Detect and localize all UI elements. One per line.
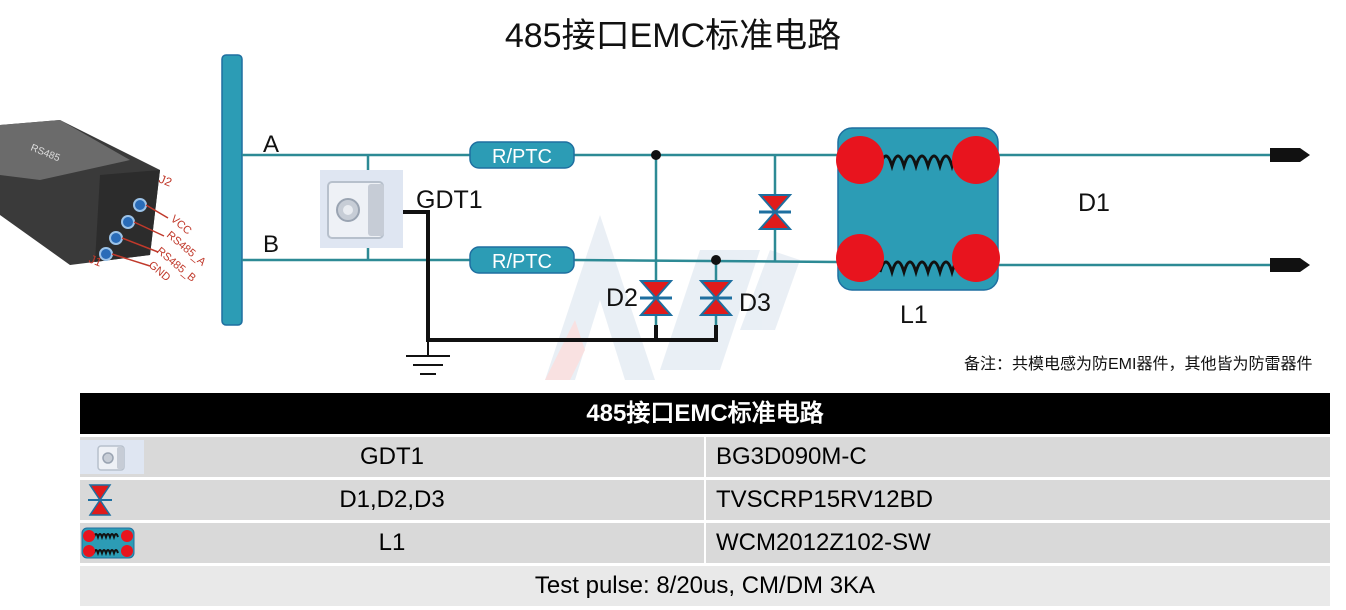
tvs-diode-d3 <box>698 279 734 317</box>
resistor-a-label: R/PTC <box>492 146 552 168</box>
common-mode-inductor <box>836 127 1000 291</box>
d2-label: D2 <box>606 284 638 312</box>
tvs-diode-d1 <box>757 193 793 231</box>
connector-j2-label: J2 <box>157 172 174 190</box>
tvs-diode-icon <box>88 484 112 516</box>
table-row: GDT1 BG3D090M-C <box>80 437 1330 477</box>
junction-dot-a <box>651 150 661 160</box>
output-terminal-b <box>1270 258 1310 272</box>
component-cell: GDT1 <box>80 437 704 477</box>
table-row: D1,D2,D3 TVSCRP15RV12BD <box>80 480 1330 520</box>
bus-bar <box>221 54 243 326</box>
component-cell: L1 <box>80 523 704 563</box>
connector-j1-label: J1 <box>87 252 104 270</box>
ground-symbol <box>406 340 450 375</box>
part-number-cell: WCM2012Z102-SW <box>706 523 1330 563</box>
l1-label: L1 <box>900 301 928 329</box>
resistor-a <box>469 141 575 169</box>
resistor-b <box>469 246 575 274</box>
d1-label: D1 <box>1078 189 1110 217</box>
note-text: 备注：共模电感为防EMI器件，其他皆为防雷器件 <box>964 356 1313 373</box>
ground-wires <box>385 210 718 342</box>
line-b-label: B <box>263 231 279 258</box>
table-row: L1 WCM2012Z102-SW <box>80 523 1330 563</box>
line-a-label: A <box>263 131 279 158</box>
output-terminal-a <box>1270 148 1310 162</box>
page-title: 485接口EMC标准电路 <box>504 17 842 55</box>
component-cell: D1,D2,D3 <box>80 480 704 520</box>
tvs-diode-d2 <box>638 279 674 317</box>
gdt-icon <box>320 170 403 248</box>
junction-dot-b <box>711 255 721 265</box>
gdt-icon <box>80 440 144 474</box>
part-number-cell: TVSCRP15RV12BD <box>706 480 1330 520</box>
table-footer: Test pulse: 8/20us, CM/DM 3KA <box>80 566 1330 606</box>
rs485-connector-image: RS485 J2 J1 VCC RS485_A RS485_B GND <box>0 120 208 285</box>
circuit-diagram: RS485 J2 J1 VCC RS485_A RS485_B GND <box>0 54 1310 380</box>
gdt-label: GDT1 <box>416 186 483 214</box>
bom-table: 485接口EMC标准电路 GDT1 BG3D090M-C D1,D2,D3 TV… <box>80 393 1330 607</box>
table-header: 485接口EMC标准电路 <box>80 393 1330 434</box>
inductor-icon <box>81 527 135 559</box>
resistor-b-label: R/PTC <box>492 251 552 273</box>
part-number-cell: BG3D090M-C <box>706 437 1330 477</box>
d3-label: D3 <box>739 289 771 317</box>
